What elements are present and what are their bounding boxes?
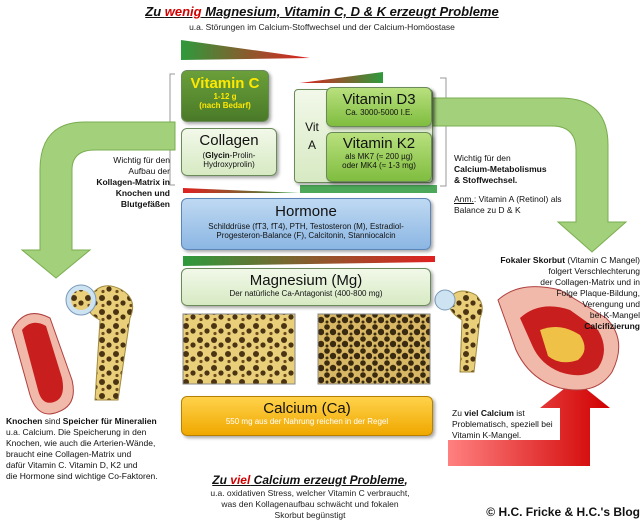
vitamin-k2-mk7: als MK7 (≈ 200 µg) xyxy=(345,152,413,161)
left-note-line5: Blutgefäßen xyxy=(120,199,170,209)
right-note-anm: Anm. xyxy=(454,194,474,204)
collagen-hydroxy: Hydroxyprolin) xyxy=(203,160,255,169)
magnesium-detail: Der natürliche Ca-Antagonist (400-800 mg… xyxy=(229,289,383,298)
bracket-right xyxy=(440,77,447,187)
bone-note-line5: dafür Vitamin C. Vitamin D, K2 und xyxy=(6,460,138,470)
hormone-line2: Progesteron-Balance (F), Calcitonin, Sta… xyxy=(216,231,396,240)
vitamin-c-dose: 1-12 g xyxy=(213,92,237,101)
bone-illustration-left xyxy=(65,284,134,401)
vitamin-k2-mk4: oder MK4 (≈ 1-3 mg) xyxy=(342,161,416,170)
collagen-title: Collagen xyxy=(199,132,259,149)
copyright: © H.C. Fricke & H.C.'s Blog xyxy=(486,505,640,519)
bone-note: Knochen sind Speicher für Mineralien u.a… xyxy=(6,416,196,482)
scurvy-note-rest: (Vitamin C Mangel) xyxy=(565,255,640,265)
scurvy-note-line2: folgert Verschlechterung xyxy=(548,266,640,276)
footer-title-red: viel xyxy=(230,473,251,487)
wedge-vitd xyxy=(300,72,383,83)
vitamin-k2-title: Vitamin K2 xyxy=(342,135,416,152)
calcium-note-pre: Zu xyxy=(452,408,465,418)
vitamin-a-line1: Vit xyxy=(305,120,319,134)
collagen-glycin: Glycin xyxy=(205,151,230,160)
header-title-red: wenig xyxy=(164,4,202,19)
vitamin-c-box: Vitamin C 1-12 g (nach Bedarf) xyxy=(181,70,269,122)
magnesium-title: Magnesium (Mg) xyxy=(249,272,363,289)
hormone-title: Hormone xyxy=(275,203,337,220)
calcium-note-line3: Vitamin K-Mangel. xyxy=(452,430,522,440)
artery-illustration-left xyxy=(11,313,74,415)
vitamin-k2-box: Vitamin K2 als MK7 (≈ 200 µg) oder MK4 (… xyxy=(326,132,432,182)
calcium-note-line2: Problematisch, speziell bei xyxy=(452,419,553,429)
right-curved-arrow xyxy=(431,97,628,253)
right-note-line2: Calcium-Metabolismus xyxy=(454,164,547,174)
scurvy-note-line6: bei K-Mangel xyxy=(589,310,640,320)
bone-note-line4: braucht eine Collagen-Matrix und xyxy=(6,449,132,459)
scurvy-note-line5: Verengung und xyxy=(582,299,640,309)
scurvy-note: Fokaler Skorbut (Vitamin C Mangel) folge… xyxy=(470,255,640,332)
calcium-note-bold: viel Calcium xyxy=(464,408,514,418)
right-note-line5: Balance zu D & K xyxy=(454,205,521,215)
footer-subtext: u.a. oxidativen Stress, welcher Vitamin … xyxy=(190,488,430,521)
left-note-line1: Wichtig für den xyxy=(113,155,170,165)
right-note: Wichtig für den Calcium-Metabolismus & S… xyxy=(454,153,574,216)
wedge-top xyxy=(181,40,310,60)
wedge-mid-bar xyxy=(300,185,437,193)
calcium-box: Calcium (Ca) 550 mg aus der Nahrung reic… xyxy=(181,396,433,436)
bone-note-line3: Knochen, wie auch die Arterien-Wände, xyxy=(6,438,156,448)
left-note-line2: Aufbau der xyxy=(128,166,170,176)
vitamin-a-line2: A xyxy=(307,138,316,152)
vitamin-c-need: (nach Bedarf) xyxy=(199,101,251,110)
vitamin-c-title: Vitamin C xyxy=(190,75,260,92)
scurvy-note-line3: der Collagen-Matrix und in xyxy=(540,277,640,287)
left-curved-arrow xyxy=(20,121,176,279)
red-arrow xyxy=(448,380,610,466)
bone-photo-porous xyxy=(317,313,431,385)
bone-note-bold2: Speicher für Mineralien xyxy=(62,416,157,426)
calcium-note-rest: ist xyxy=(513,408,525,418)
magnesium-box: Magnesium (Mg) Der natürliche Ca-Antagon… xyxy=(181,268,431,306)
header-title: Zu wenig Magnesium, Vitamin C, D & K erz… xyxy=(0,4,644,19)
right-note-line1: Wichtig für den xyxy=(454,153,511,163)
left-note-line4: Knochen und xyxy=(115,188,170,198)
bone-photo-healthy xyxy=(182,313,296,385)
bone-note-mid: sind xyxy=(42,416,63,426)
bone-note-line2: u.a. Calcium. Die Speicherung in den xyxy=(6,427,147,437)
vitamin-d3-dose: Ca. 3000-5000 I.E. xyxy=(345,108,413,117)
calcium-detail: 550 mg aus der Nahrung reichen in der Re… xyxy=(225,417,389,426)
scurvy-note-bold: Fokaler Skorbut xyxy=(500,255,566,265)
footer-title-comma: , xyxy=(404,473,408,487)
footer-line1: u.a. oxidativen Stress, welcher Vitamin … xyxy=(210,488,410,498)
scurvy-note-line7: Calcifizierung xyxy=(584,321,640,331)
collagen-box: Collagen (Glycin-Prolin- Hydroxyprolin) xyxy=(181,128,277,176)
header-title-rest: Magnesium, Vitamin C, D & K erzeugt Prob… xyxy=(201,4,499,19)
hormone-box: Hormone Schilddrüse (fT3, fT4), PTH, Tes… xyxy=(181,198,431,250)
bone-illustration-right xyxy=(434,289,483,373)
left-note: Wichtig für den Aufbau der Kollagen-Matr… xyxy=(78,155,170,210)
scurvy-note-line4: Folge Plaque-Bildung, xyxy=(556,288,640,298)
hormone-line1: Schilddrüse (fT3, fT4), PTH, Testosteron… xyxy=(208,222,404,231)
footer-title-prefix: Zu xyxy=(212,473,231,487)
footer-title: Zu viel Calcium erzeugt Probleme, xyxy=(190,473,430,487)
vitamin-d3-box: Vitamin D3 Ca. 3000-5000 I.E. xyxy=(326,87,432,127)
wedge-hormone xyxy=(183,188,300,193)
bone-note-bold1: Knochen xyxy=(6,416,43,426)
footer-line2: was den Kollagenaufbau schwächt und foka… xyxy=(221,499,399,509)
artery-illustration-right xyxy=(497,286,620,391)
collagen-prolin: -Prolin- xyxy=(229,151,256,160)
right-note-anm-rest: : Vitamin A (Retinol) als xyxy=(473,194,562,204)
vitamin-d3-title: Vitamin D3 xyxy=(342,91,416,108)
vitamin-a-label: Vit A xyxy=(299,118,325,154)
header-title-prefix: Zu xyxy=(145,4,165,19)
header-subtitle: u.a. Störungen im Calcium-Stoffwechsel u… xyxy=(189,22,455,32)
left-note-line3: Kollagen-Matrix in xyxy=(96,177,170,187)
footer-title-rest: Calcium erzeugt Probleme xyxy=(250,473,405,487)
bone-note-line6: die Hormone sind wichtige Co-Faktoren. xyxy=(6,471,158,481)
calcium-title: Calcium (Ca) xyxy=(263,400,351,417)
footer-line3: Skorbut begünstigt xyxy=(274,510,346,520)
calcium-note: Zu viel Calcium ist Problematisch, spezi… xyxy=(452,408,572,441)
wedge-magnesium xyxy=(183,256,435,266)
right-note-line3: & Stoffwechsel. xyxy=(454,175,518,185)
